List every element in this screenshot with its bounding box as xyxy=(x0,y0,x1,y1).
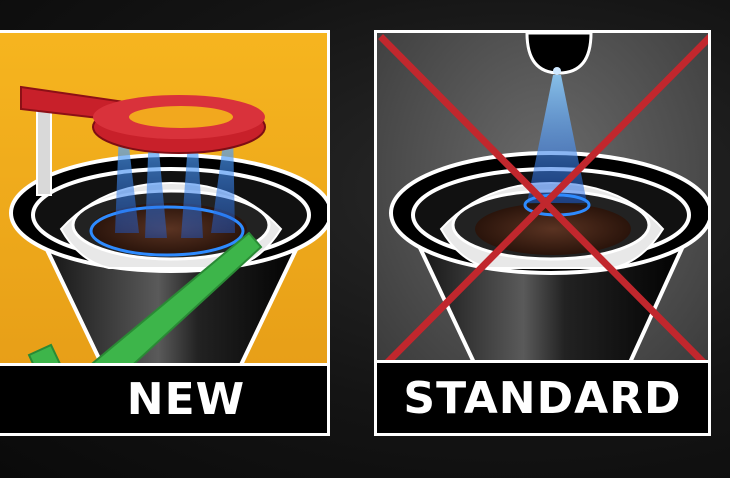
panel-standard: STANDARD xyxy=(374,30,711,436)
label-new: NEW xyxy=(0,363,327,433)
showerhead xyxy=(527,33,591,73)
sprayhead-post xyxy=(37,103,51,195)
label-standard: STANDARD xyxy=(377,360,708,433)
panel-new: NEW xyxy=(0,30,330,436)
sprayhead-opening xyxy=(129,106,233,128)
nozzle xyxy=(553,67,561,75)
